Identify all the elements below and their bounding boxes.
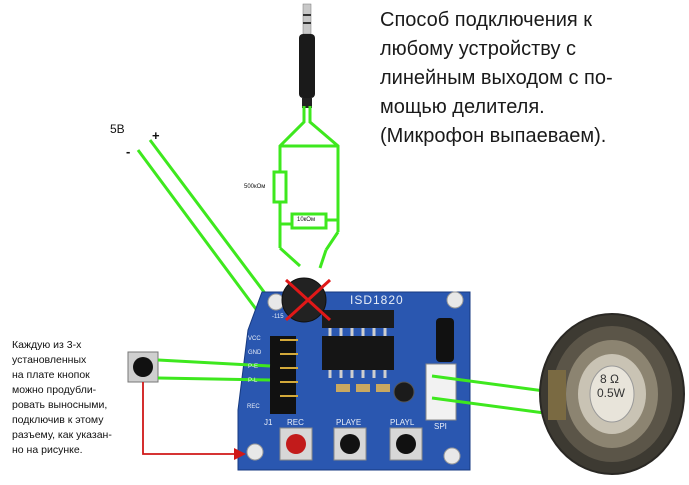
mount-hole — [246, 443, 264, 461]
title-line: мощью делителя. — [380, 96, 545, 118]
speaker-connector — [425, 363, 457, 421]
board-button-rec — [279, 427, 313, 461]
title-line: любому устройству с — [380, 38, 577, 60]
board-button-playe — [333, 427, 367, 461]
pin-label-gnd: GND — [248, 350, 262, 356]
note-line: разъему, как указан- — [12, 429, 112, 441]
note-line: Каждую из 3-х — [12, 339, 82, 351]
capacitor — [393, 381, 415, 403]
power-minus: - — [126, 144, 131, 159]
j1-label: J1 — [264, 418, 273, 427]
power-wires — [136, 139, 287, 329]
pin-header — [270, 336, 296, 414]
mount-hole — [446, 291, 464, 309]
resistor-500k — [272, 170, 288, 204]
chip-name: ISD1820 — [350, 293, 404, 307]
board-button-playl — [389, 427, 423, 461]
button-label-playe: PLAYE — [336, 418, 362, 427]
speaker-wires — [431, 374, 553, 416]
note-line: установленных — [12, 354, 87, 366]
title-line: Способ подключения к — [380, 9, 593, 31]
pcb-board — [237, 277, 471, 471]
spi-label: SPI — [434, 422, 447, 431]
note-line: на плате кнопок — [12, 369, 90, 381]
external-button-wires — [157, 358, 271, 382]
audio-jack-icon — [299, 3, 315, 108]
voltage-divider — [272, 170, 340, 269]
power-label: 5В — [110, 122, 125, 136]
pin-label-rec: REC — [247, 404, 260, 410]
title-line: (Микрофон выпаеваем). — [380, 125, 607, 147]
note-line: но на рисунке. — [12, 444, 83, 456]
external-button-icon — [127, 351, 159, 383]
pin-label-pe: P-E — [248, 364, 259, 370]
speaker-marking-bottom: 0.5W — [597, 386, 626, 400]
note-line: подключив к этому — [12, 414, 104, 426]
power-plus: + — [152, 128, 160, 143]
note-line: можно продубли- — [12, 384, 97, 396]
title-line: линейным выходом с по- — [380, 67, 613, 89]
note-block: Каждую из 3-х установленных на плате кно… — [12, 338, 130, 458]
mic-label: -115 — [272, 314, 284, 320]
jack-wires — [278, 106, 340, 210]
ic-chip — [322, 336, 394, 370]
microphone — [281, 277, 327, 323]
pin-label-pl: P-L — [248, 378, 258, 384]
resistor-10k-label: 10кОм — [297, 217, 316, 223]
speaker-icon — [539, 313, 685, 475]
note-line: ровать выносными, — [12, 399, 108, 411]
capacitor-tall — [436, 318, 454, 362]
mount-hole — [443, 447, 461, 465]
title-block: Способ подключения к любому устройству с… — [380, 6, 680, 151]
speaker-marking-top: 8 Ω — [600, 372, 619, 386]
button-label-rec: REC — [287, 418, 304, 427]
red-arrow — [142, 382, 246, 460]
button-label-playl: PLAYL — [390, 418, 415, 427]
resistor-500k-label: 500кОм — [244, 184, 266, 190]
pin-label-vcc: VCC — [248, 336, 261, 342]
